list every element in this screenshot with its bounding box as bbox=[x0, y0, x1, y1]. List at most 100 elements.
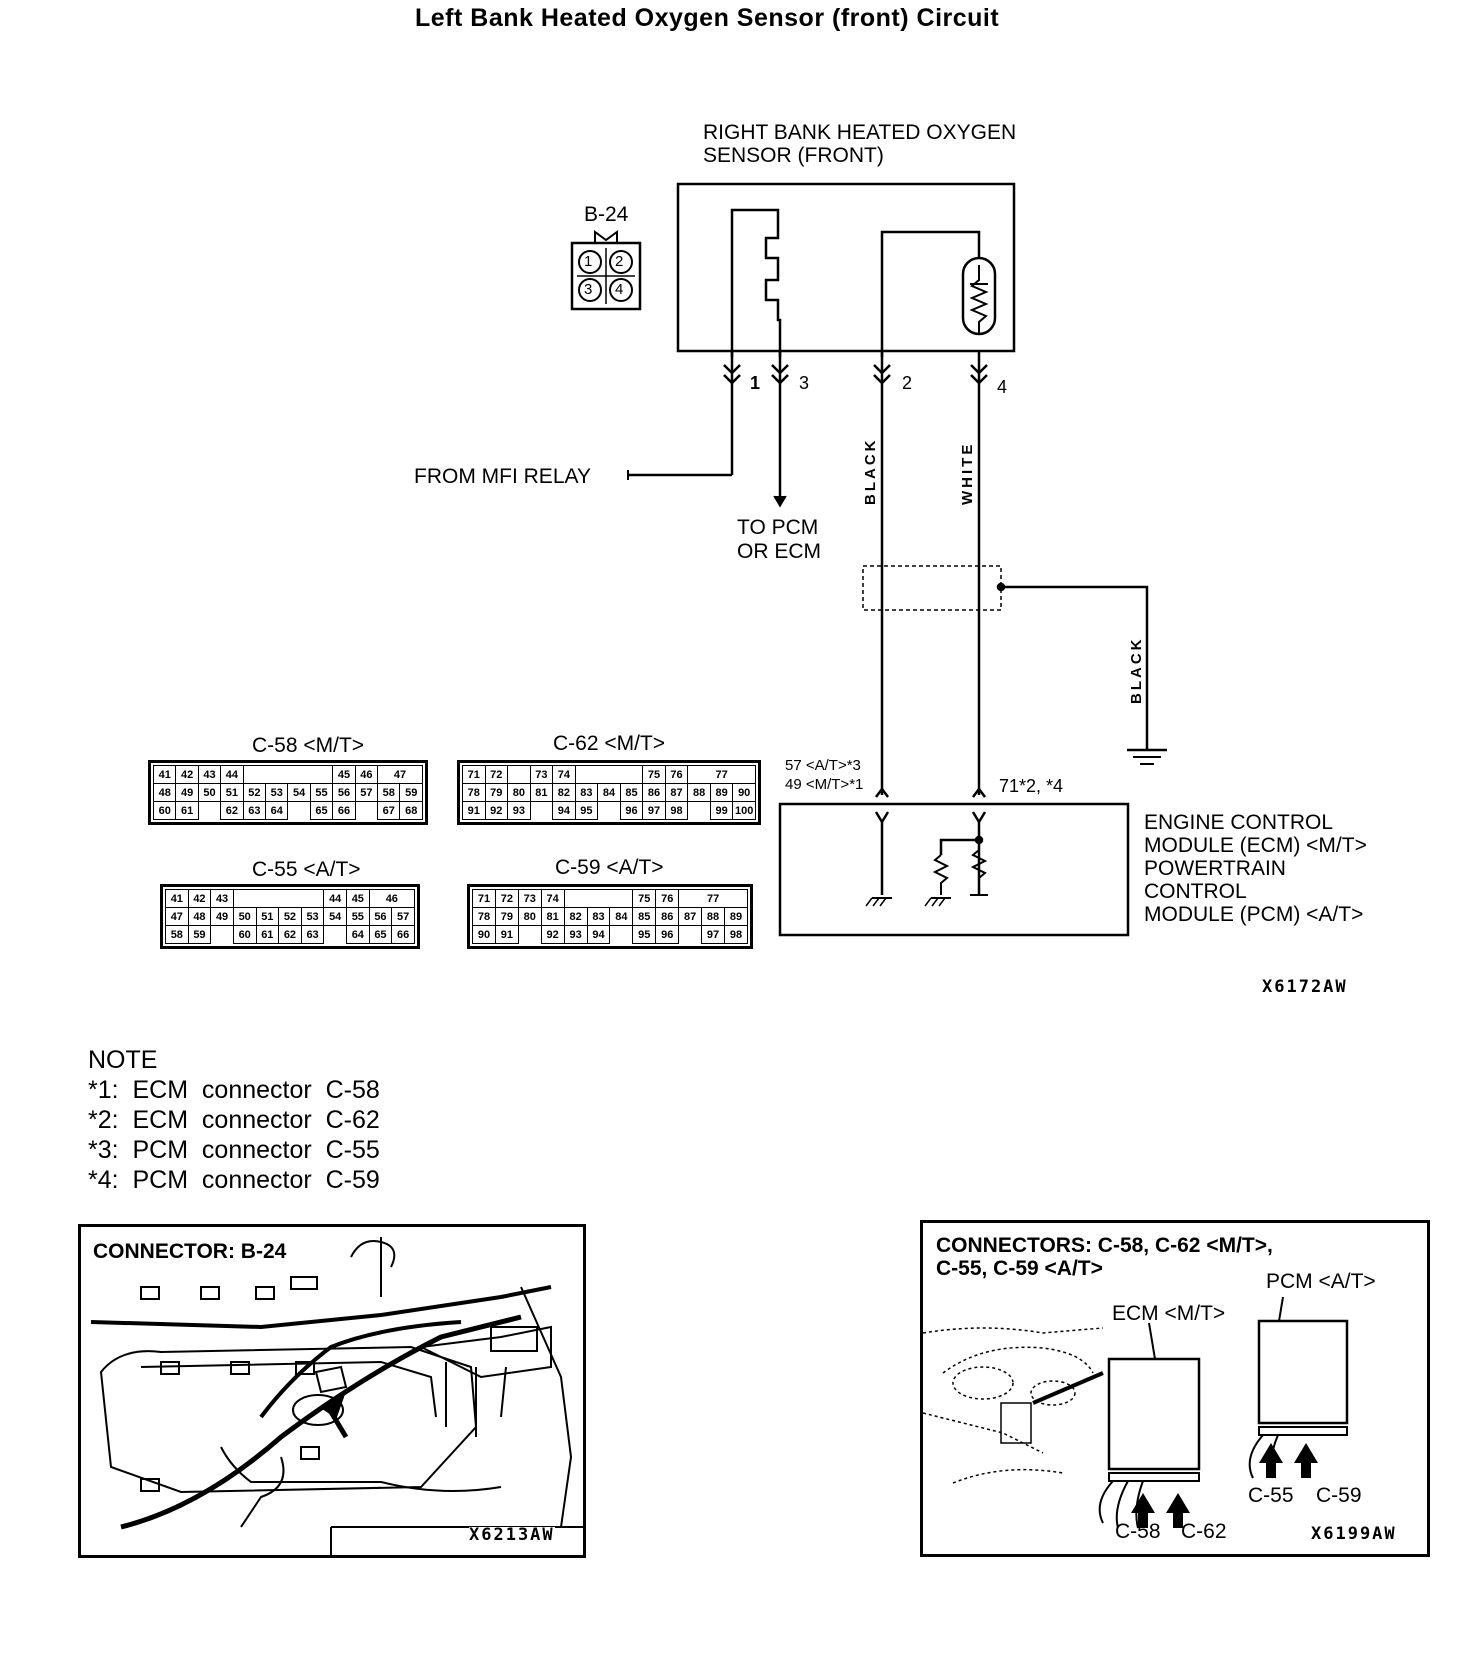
shield-ground-wire bbox=[1001, 585, 1149, 750]
photo-panel-ecm: CONNECTORS: C-58, C-62 <M/T>, C-55, C-59… bbox=[920, 1220, 1430, 1557]
c58-pin-41: 41 bbox=[152, 765, 177, 784]
c62-pin-80: 80 bbox=[507, 783, 531, 802]
pin-label-4: 4 bbox=[997, 377, 1008, 397]
c62-pin-97: 97 bbox=[642, 801, 666, 820]
c55-pin-59: 59 bbox=[187, 925, 212, 944]
c59-empty-cavity bbox=[563, 889, 634, 908]
from-relay-label: FROM MFI RELAY bbox=[414, 465, 591, 488]
photo-right-c58: C-58 bbox=[1115, 1520, 1161, 1543]
c62-pin-88: 88 bbox=[687, 783, 711, 802]
c55-pin-63: 63 bbox=[300, 925, 325, 944]
c58-pin-64: 64 bbox=[265, 801, 289, 820]
c58-pin-66: 66 bbox=[332, 801, 356, 820]
c55-title: C-55 <A/T> bbox=[252, 858, 361, 881]
b24-connector-label: B-24 bbox=[584, 203, 629, 226]
ecm-box bbox=[778, 802, 1130, 937]
c58-empty-cavity bbox=[288, 802, 310, 820]
c55-pin-43: 43 bbox=[210, 889, 234, 908]
c55-pin-51: 51 bbox=[255, 907, 280, 926]
c62-empty-cavity bbox=[688, 802, 711, 820]
c62-pin-73: 73 bbox=[529, 765, 554, 784]
c58-pin-67: 67 bbox=[377, 801, 401, 820]
c59-pin-97: 97 bbox=[701, 925, 725, 944]
c59-pin-91: 91 bbox=[494, 925, 519, 944]
c55-pin-66: 66 bbox=[391, 925, 415, 944]
c58-pin-45: 45 bbox=[332, 765, 356, 784]
c62-pin-81: 81 bbox=[529, 783, 554, 802]
c58-pin-53: 53 bbox=[265, 783, 289, 802]
dashboard-illustration bbox=[923, 1296, 1349, 1529]
b24-pin-2: 2 bbox=[615, 253, 624, 270]
wire-color-white: WHITE bbox=[959, 441, 976, 505]
c55-pin-47: 47 bbox=[165, 907, 189, 926]
c62-pin-98: 98 bbox=[664, 801, 689, 820]
page-title: Left Bank Heated Oxygen Sensor (front) C… bbox=[415, 4, 1000, 32]
c62-pin-84: 84 bbox=[597, 783, 621, 802]
b24-pin-4: 4 bbox=[615, 281, 624, 298]
c59-pin-77: 77 bbox=[678, 889, 748, 908]
pcm-unit bbox=[1257, 1319, 1349, 1425]
heater-loop bbox=[880, 230, 981, 357]
c62-pin-90: 90 bbox=[732, 783, 756, 802]
pin-label-3: 3 bbox=[799, 373, 810, 393]
c62-pin-75: 75 bbox=[642, 765, 666, 784]
c62-title: C-62 <M/T> bbox=[553, 732, 666, 755]
c55-pin-64: 64 bbox=[346, 925, 370, 944]
c58-empty-cavity bbox=[355, 802, 377, 820]
c55-pin-60: 60 bbox=[232, 925, 257, 944]
note-line-2: *2: ECM connector C-62 bbox=[88, 1106, 380, 1134]
photo-right-ecm-label: ECM <M/T> bbox=[1112, 1302, 1226, 1325]
c58-empty-cavity bbox=[198, 802, 220, 820]
c62-pin-92: 92 bbox=[484, 801, 509, 820]
c55-pin-61: 61 bbox=[255, 925, 280, 944]
c59-pin-75: 75 bbox=[632, 889, 657, 908]
c55-empty-cavity bbox=[324, 926, 347, 944]
c55-pin-65: 65 bbox=[368, 925, 393, 944]
ecm-pin-a-line1: 57 <A/T>*3 bbox=[785, 757, 861, 774]
c59-empty-cavity bbox=[518, 926, 541, 944]
c59-pin-96: 96 bbox=[655, 925, 680, 944]
c59-pin-85: 85 bbox=[632, 907, 657, 926]
c59-pin-92: 92 bbox=[540, 925, 565, 944]
c62-pin-93: 93 bbox=[507, 801, 531, 820]
pin-label-2: 2 bbox=[902, 373, 913, 393]
photo-right-code: X6199AW bbox=[1311, 1524, 1397, 1544]
c59-pin-74: 74 bbox=[540, 889, 565, 908]
c55-pin-41: 41 bbox=[165, 889, 189, 908]
c55-pin-53: 53 bbox=[300, 907, 325, 926]
c59-pin-90: 90 bbox=[472, 925, 496, 944]
c59-pin-87: 87 bbox=[678, 907, 703, 926]
c58-title: C-58 <M/T> bbox=[252, 734, 365, 757]
c55-pin-48: 48 bbox=[187, 907, 212, 926]
c55-empty-cavity bbox=[232, 889, 325, 908]
note-line-3: *3: PCM connector C-55 bbox=[88, 1136, 380, 1164]
c55-pin-54: 54 bbox=[323, 907, 347, 926]
c58-empty-cavity bbox=[242, 765, 334, 784]
c58-pin-42: 42 bbox=[175, 765, 199, 784]
c58-pin-63: 63 bbox=[242, 801, 267, 820]
ecm-pin-a-line2: 49 <M/T>*1 bbox=[785, 776, 864, 793]
figure-code-top: X6172AW bbox=[1262, 977, 1348, 997]
ecm-label-1: ENGINE CONTROL bbox=[1144, 811, 1334, 834]
c55-pin-42: 42 bbox=[187, 889, 212, 908]
c62-empty-cavity bbox=[598, 802, 621, 820]
b24-pin-1: 1 bbox=[584, 253, 593, 270]
c62-pin-83: 83 bbox=[574, 783, 599, 802]
c59-pin-94: 94 bbox=[586, 925, 611, 944]
c55-empty-cavity bbox=[211, 926, 234, 944]
c62-pin-91: 91 bbox=[462, 801, 486, 820]
b24-pin-3: 3 bbox=[584, 281, 593, 298]
c58-pin-51: 51 bbox=[220, 783, 244, 802]
photo-right-c62: C-62 bbox=[1181, 1520, 1227, 1543]
c62-empty-cavity bbox=[507, 765, 531, 784]
sensor-box bbox=[676, 182, 1016, 353]
c62-pin-96: 96 bbox=[619, 801, 644, 820]
c55-pin-56: 56 bbox=[368, 907, 393, 926]
